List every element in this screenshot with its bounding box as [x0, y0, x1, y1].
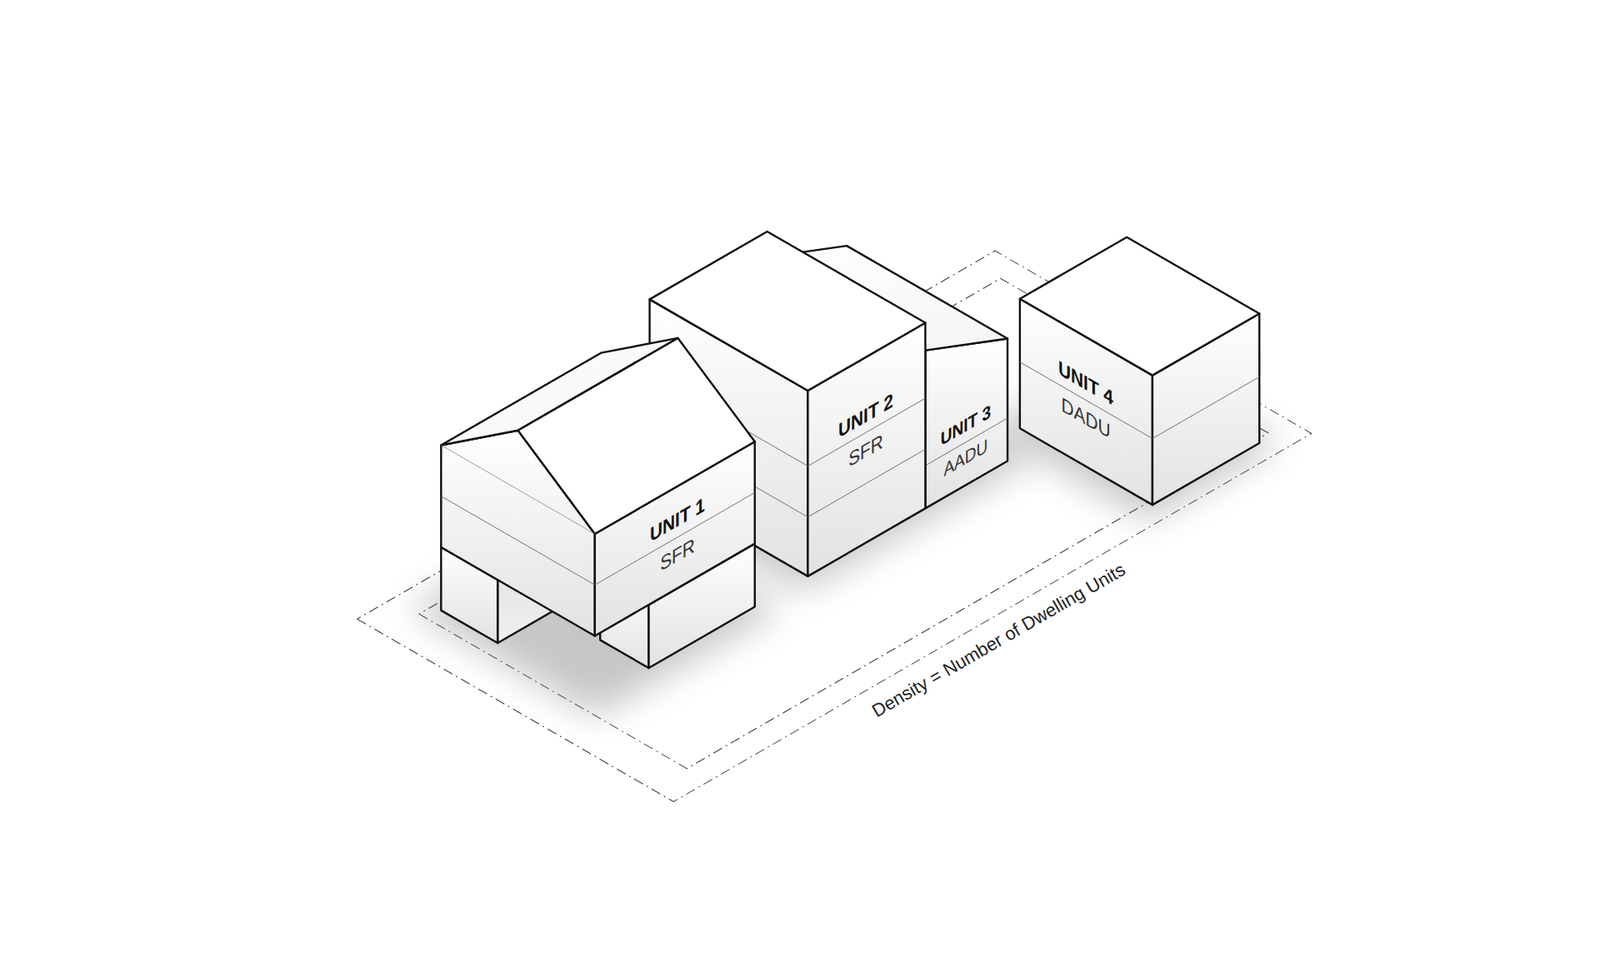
- aadu-front-face: [925, 339, 1008, 510]
- eave-line: [440, 445, 595, 535]
- roof-plane: [518, 338, 755, 535]
- floor-line: [1020, 362, 1260, 440]
- unit-label: UNIT 4DADU: [1058, 355, 1114, 445]
- dadu-roof: [1020, 237, 1260, 376]
- unit-label: UNIT 2SFR: [838, 388, 894, 478]
- unit-label: UNIT 3AADU: [940, 400, 991, 484]
- unit-label: UNIT 1SFR: [650, 492, 706, 582]
- unit-number: UNIT 2: [838, 388, 894, 444]
- unit-number: UNIT 1: [650, 492, 706, 548]
- floor-line: [440, 492, 755, 585]
- lot-dimension-label: Density = Number of Dwelling Units: [868, 560, 1130, 723]
